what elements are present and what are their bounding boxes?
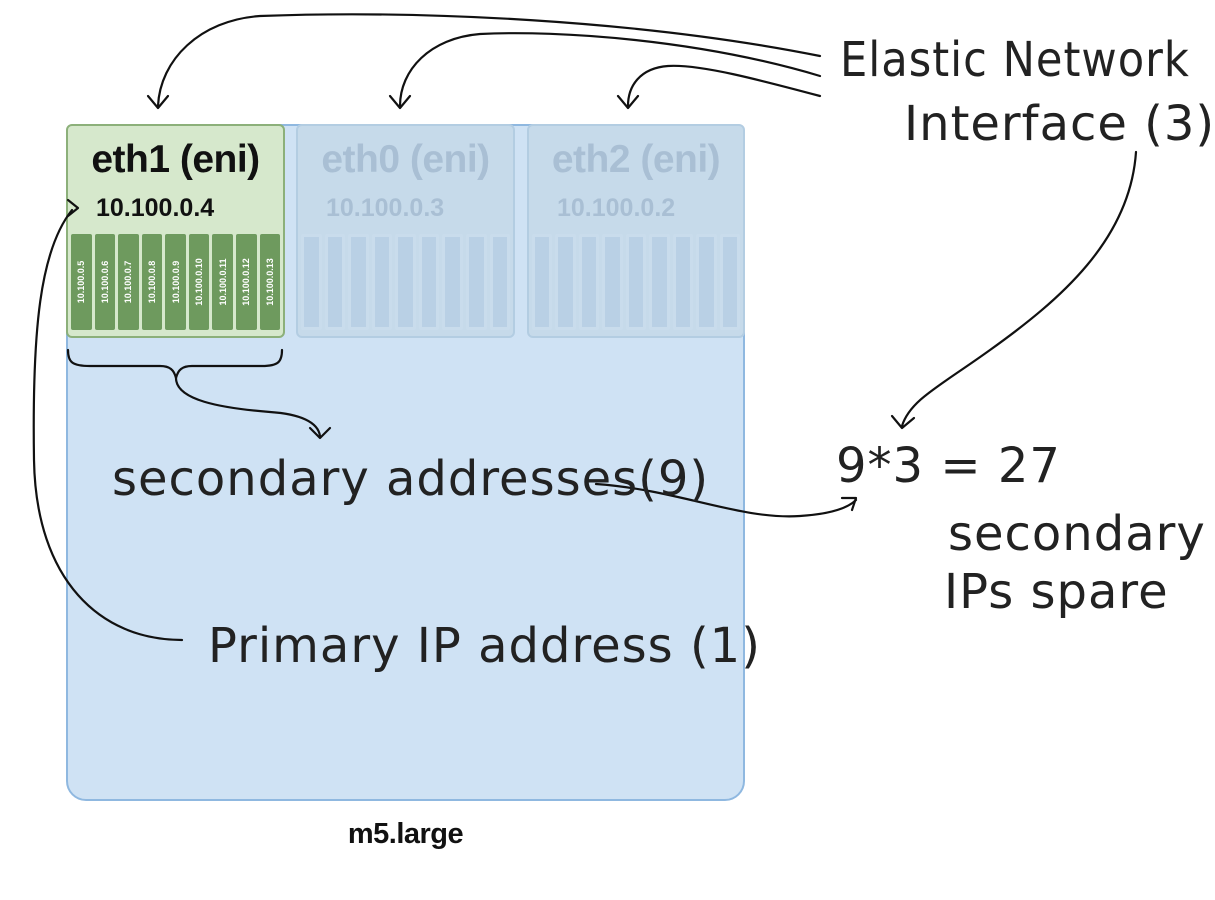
eni-eth2-title: eth2 (eni): [551, 138, 721, 181]
eni-eth1-primary-ip: 10.100.0.4: [96, 194, 215, 222]
secondary-ip-slot: [532, 234, 553, 330]
eni-eth0-secondary-slots: [301, 234, 511, 330]
secondary-ip-label: 10.100.0.8: [146, 260, 157, 304]
secondary-ip-slot: 10.100.0.8: [141, 234, 163, 330]
secondary-ip-slot: 10.100.0.10: [188, 234, 210, 330]
secondary-ip-slot: 10.100.0.7: [118, 234, 139, 330]
arrow-to-eth1-head: [146, 94, 170, 110]
eni-eth1: eth1 (eni) 10.100.0.4 10.100.0.5 10.100.…: [66, 124, 285, 338]
eni-eth2-primary-ip: 10.100.0.2: [557, 194, 676, 222]
primary-ip-label: Primary IP address (1): [208, 618, 761, 674]
secondary-ip-slot: [348, 234, 369, 330]
secondary-ip-slot: [555, 234, 576, 330]
secondary-ip-label: 10.100.0.7: [123, 260, 134, 304]
secondary-ip-label: 10.100.0.5: [76, 260, 87, 304]
secondary-ip-slot: [672, 234, 694, 330]
secondary-ip-slot: 10.100.0.11: [212, 234, 233, 330]
secondary-ip-slot: 10.100.0.13: [259, 234, 281, 330]
secondary-ip-slot: 10.100.0.12: [235, 234, 257, 330]
secondary-ip-slot: [395, 234, 416, 330]
secondary-ip-slot: [578, 234, 600, 330]
eni-eth0-primary-ip: 10.100.0.3: [326, 194, 445, 222]
spare-label-line2: IPs spare: [944, 564, 1169, 620]
secondary-ip-label: 10.100.0.6: [99, 260, 110, 304]
secondary-ip-slot: 10.100.0.5: [71, 234, 92, 330]
arrow-to-calc: [900, 150, 1138, 428]
secondary-ip-slot: [719, 234, 740, 330]
arrow-secondary-to-calc-head: [840, 496, 858, 512]
secondary-ip-slot: [371, 234, 393, 330]
secondary-ip-slot: [625, 234, 647, 330]
calc-label: 9*3 = 27: [836, 438, 1061, 494]
secondary-addresses-label: secondary addresses(9): [112, 451, 710, 507]
spare-label-line1: secondary: [948, 506, 1206, 562]
arrow-to-eth1: [156, 13, 822, 108]
secondary-ip-slot: [442, 234, 463, 330]
secondary-ip-label: 10.100.0.13: [264, 258, 275, 306]
eni-eth0-title: eth0 (eni): [321, 138, 490, 181]
secondary-ip-slot: [489, 234, 511, 330]
secondary-ip-slot: [696, 234, 717, 330]
secondary-ip-label: 10.100.0.11: [217, 258, 228, 306]
arrow-to-eth0: [398, 32, 822, 108]
eni-eth1-secondary-slots: 10.100.0.5 10.100.0.6 10.100.0.7 10.100.…: [71, 234, 281, 330]
arrow-to-eth2-head: [616, 94, 640, 110]
eni-eth2: eth2 (eni) 10.100.0.2: [527, 124, 745, 338]
arrow-to-calc-head: [890, 414, 916, 430]
secondary-ip-label: 10.100.0.10: [194, 258, 205, 306]
eni-eth0: eth0 (eni) 10.100.0.3: [296, 124, 515, 338]
secondary-ip-slot: [301, 234, 322, 330]
eni-eth2-secondary-slots: [532, 234, 740, 330]
arrow-to-eth2: [626, 64, 822, 108]
secondary-ip-slot: [602, 234, 623, 330]
instance-type-label: m5.large: [347, 818, 464, 850]
secondary-ip-label: 10.100.0.12: [241, 258, 252, 306]
eni-annotation-line1: Elastic Network: [840, 32, 1190, 88]
secondary-ip-slot: [324, 234, 346, 330]
secondary-ip-slot: [418, 234, 440, 330]
secondary-ip-slot: 10.100.0.9: [165, 234, 186, 330]
arrow-to-eth0-head: [388, 94, 412, 110]
secondary-ip-label: 10.100.0.9: [170, 260, 181, 304]
secondary-ip-slot: [649, 234, 670, 330]
secondary-ip-slot: [465, 234, 487, 330]
secondary-ip-slot: 10.100.0.6: [94, 234, 116, 330]
eni-eth1-title: eth1 (eni): [91, 138, 260, 181]
eni-annotation-line2: Interface (3): [904, 96, 1215, 152]
